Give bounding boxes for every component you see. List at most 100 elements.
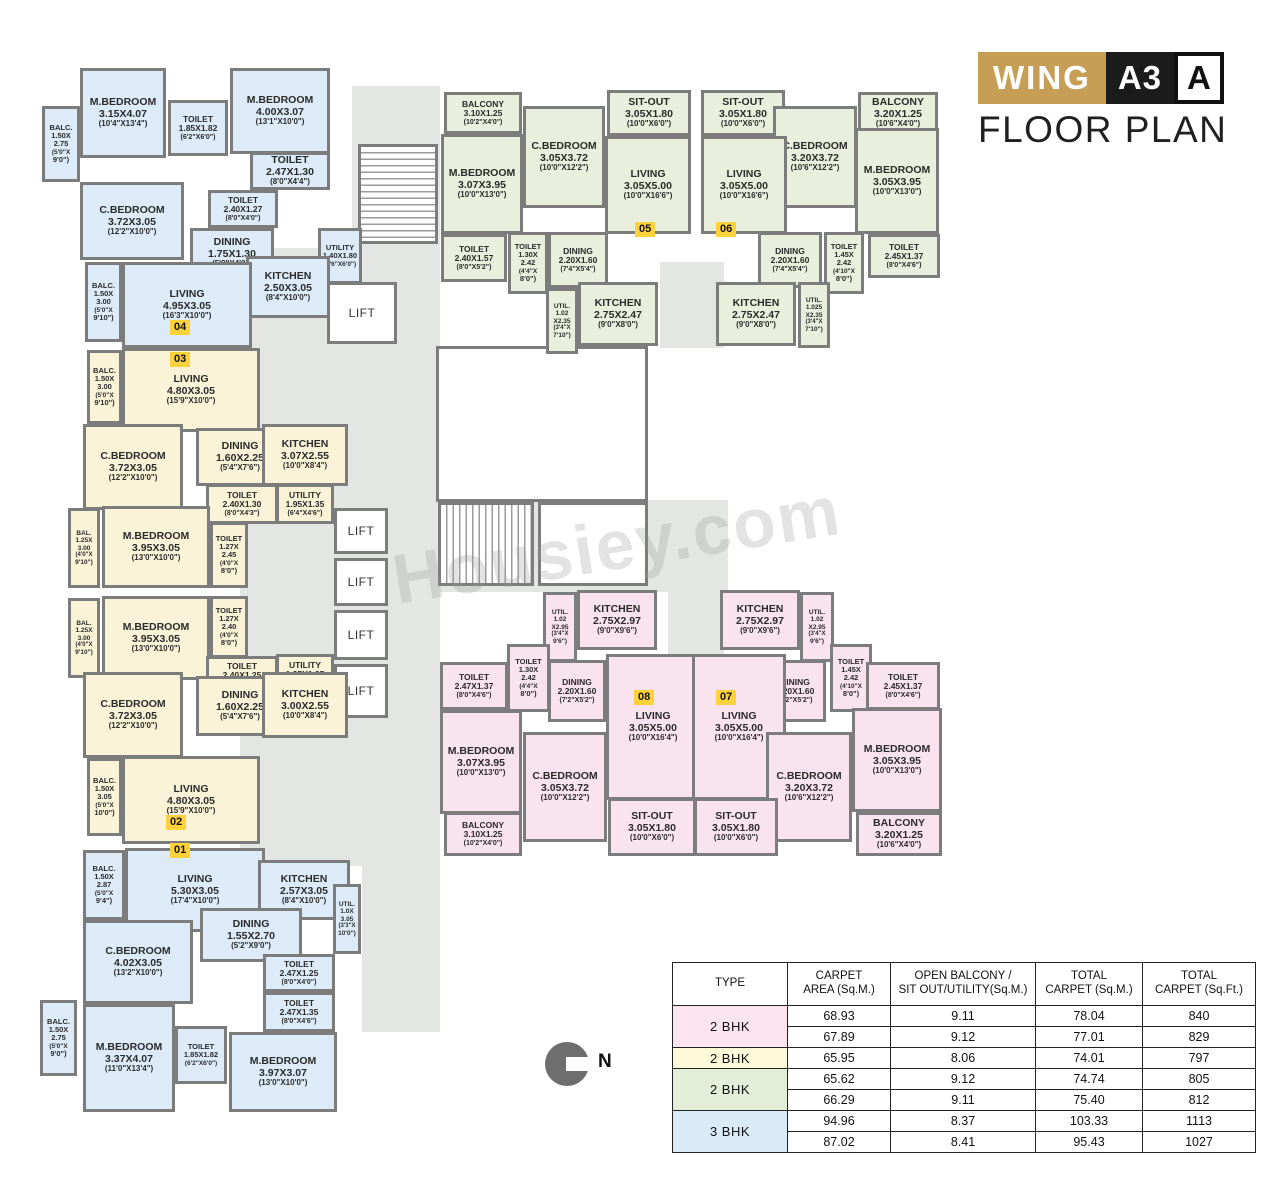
area-table-header: TOTAL CARPET (Sq.Ft.): [1142, 962, 1256, 1006]
area-value-cell: 74.01: [1035, 1047, 1143, 1069]
area-value-cell: 8.37: [890, 1110, 1036, 1132]
area-value-cell: 840: [1142, 1005, 1256, 1027]
unit-badge-07: 07: [716, 690, 737, 705]
unit-badge-04: 04: [170, 320, 191, 335]
wing-code: A3: [1105, 52, 1175, 104]
area-value-cell: 95.43: [1035, 1131, 1143, 1153]
unit-badge-08: 08: [634, 690, 655, 705]
wing-brand: WING A3 A: [978, 52, 1227, 104]
area-value-cell: 805: [1142, 1068, 1256, 1090]
area-value-cell: 74.74: [1035, 1068, 1143, 1090]
area-value-cell: 68.93: [787, 1005, 891, 1027]
lift-label: LIFT: [347, 628, 375, 642]
lift-label: LIFT: [348, 306, 376, 320]
void-room: [538, 502, 648, 586]
lift-label: LIFT: [347, 575, 375, 589]
area-value-cell: 77.01: [1035, 1026, 1143, 1048]
area-value-cell: 9.12: [890, 1026, 1036, 1048]
staircase: [358, 144, 438, 244]
corridor: [362, 846, 440, 1032]
area-value-cell: 9.12: [890, 1068, 1036, 1090]
unit-badge-03: 03: [170, 352, 191, 367]
area-value-cell: 75.40: [1035, 1089, 1143, 1111]
area-value-cell: 103.33: [1035, 1110, 1143, 1132]
wing-label: WING: [978, 52, 1106, 104]
staircase: [438, 502, 534, 586]
compass-notch: [566, 1057, 594, 1071]
area-value-cell: 66.29: [787, 1089, 891, 1111]
